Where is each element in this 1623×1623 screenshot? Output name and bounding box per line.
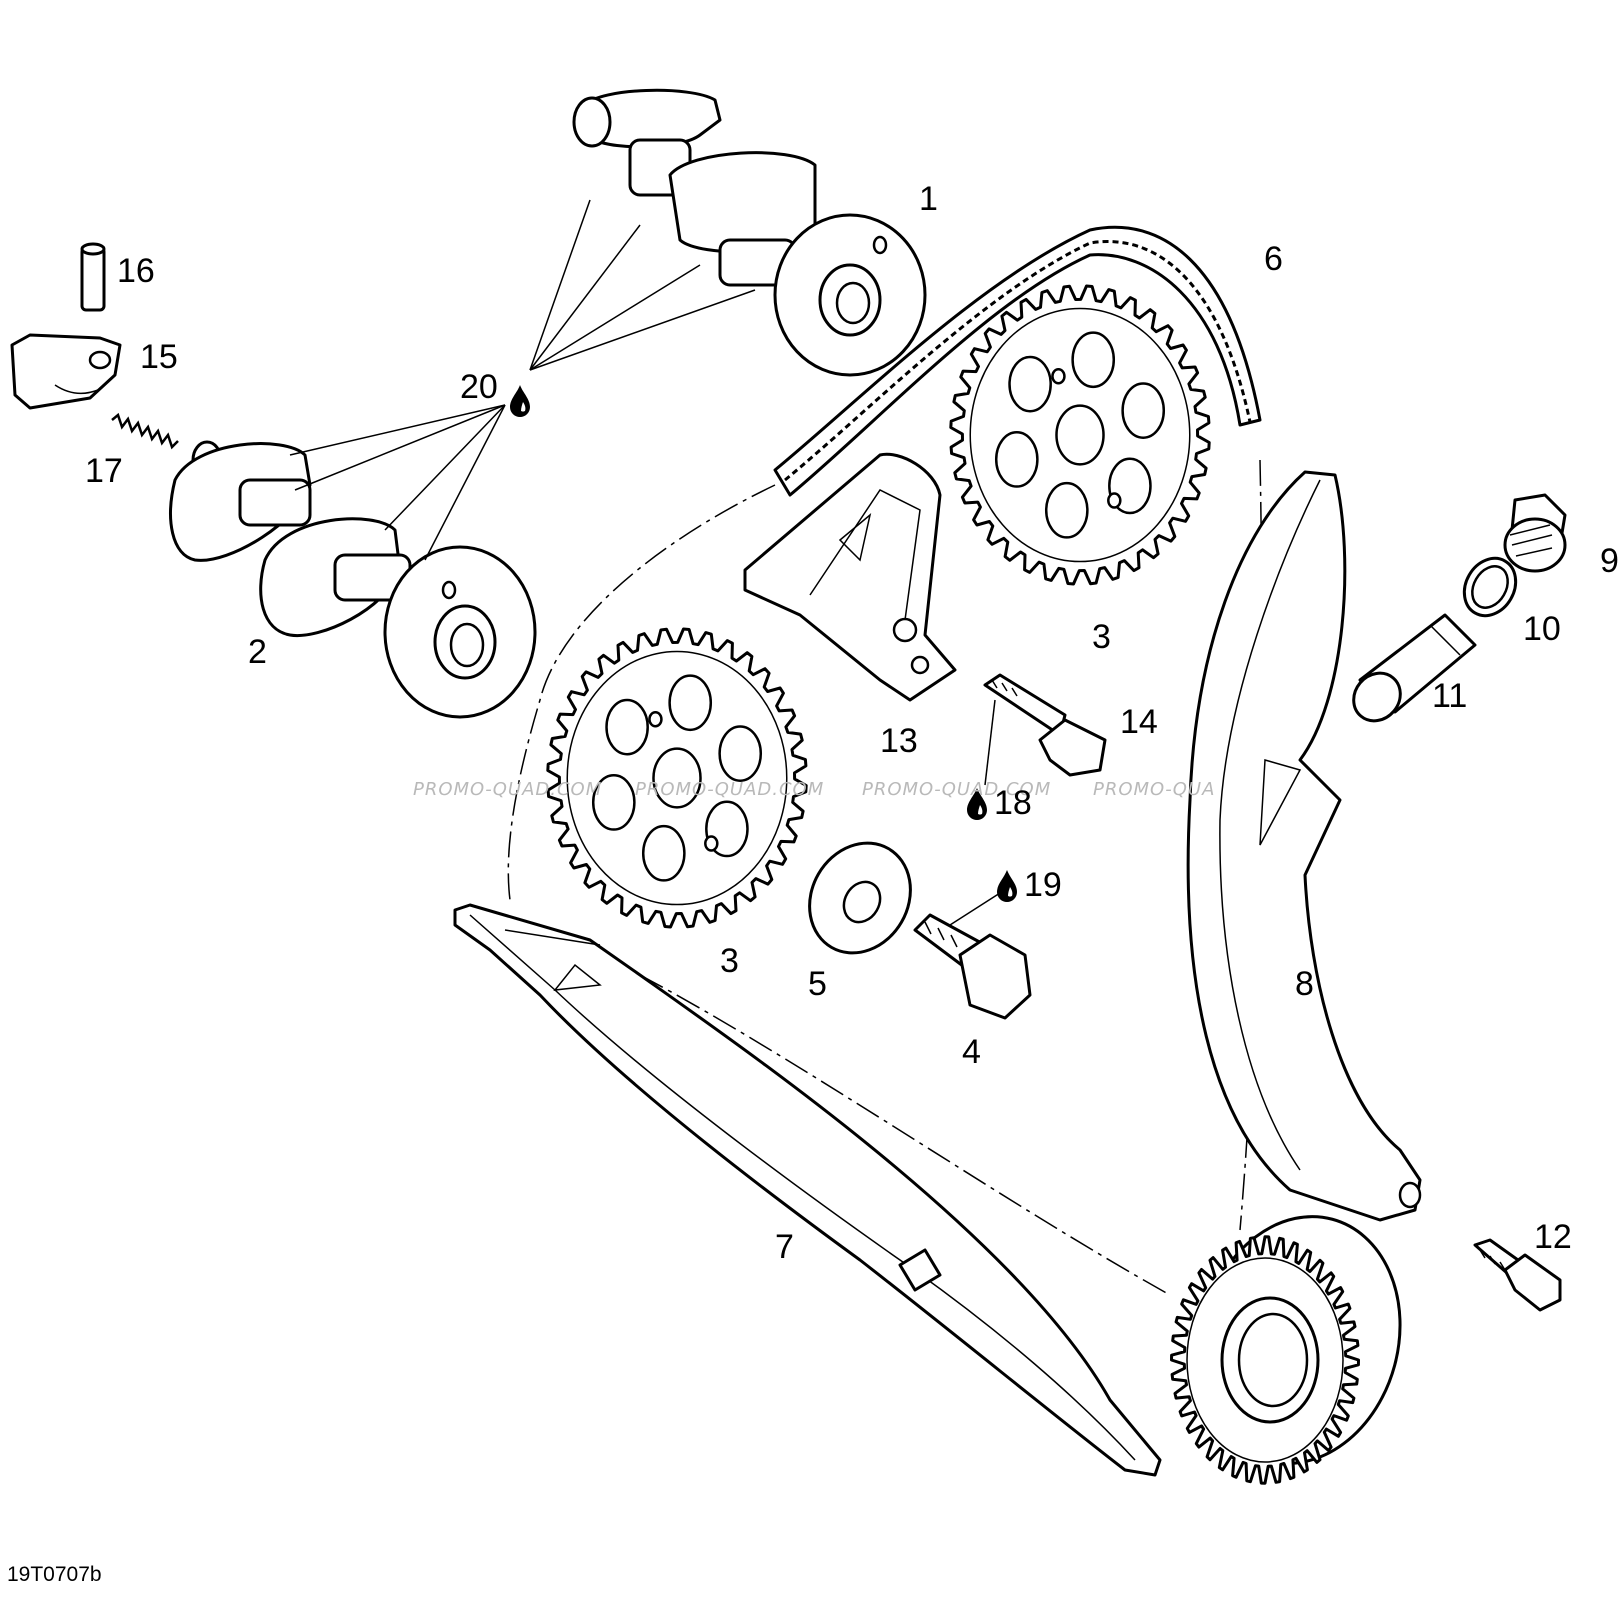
gear-bore <box>1237 1312 1309 1408</box>
camshaft-lower <box>169 440 537 719</box>
callout-6: 6 <box>1264 240 1283 278</box>
shoulder-bolt <box>983 673 1107 786</box>
sprocket-pin-hole <box>1051 367 1066 385</box>
callout-3: 3 <box>1092 618 1111 656</box>
oil-drop-icon <box>997 870 1017 902</box>
watermark: PROMO-QUAD.COM PROMO-QUAD.COM PROMO-QUAD… <box>413 779 1215 800</box>
callout-9: 9 <box>1600 542 1619 580</box>
washer <box>808 841 912 955</box>
gear-rim <box>1186 1257 1344 1463</box>
sprocket-hole <box>668 674 713 732</box>
callout-20-leaders <box>289 199 756 561</box>
crankshaft-gear <box>1170 1215 1402 1485</box>
callouts: 1 2 3 3 4 5 6 7 8 9 10 11 12 13 14 15 16… <box>85 180 1619 1266</box>
timing-chain <box>773 225 1262 497</box>
callout-19: 19 <box>1024 866 1062 904</box>
pin <box>80 242 106 312</box>
drawing-id: 19T0707b <box>7 1563 102 1586</box>
hex-bolt <box>913 892 1032 1020</box>
tensioner-plunger <box>1352 613 1477 723</box>
sprocket-hole <box>994 431 1039 488</box>
chain-tensioner-guide <box>1186 470 1422 1222</box>
oil-drop-icon <box>510 385 530 417</box>
callout-2: 2 <box>248 633 267 671</box>
sprocket-hole <box>718 725 763 782</box>
sprocket-pin-hole <box>648 710 663 728</box>
chain-guide-long <box>453 903 1162 1477</box>
callout-18: 18 <box>994 784 1032 822</box>
small-screw <box>1473 1238 1562 1312</box>
sprocket-hole <box>605 698 649 756</box>
watermark-text: PROMO-QUA <box>1093 779 1215 800</box>
callout-3: 3 <box>720 942 739 980</box>
callout-16: 16 <box>117 252 155 290</box>
lever <box>10 333 122 410</box>
sprocket-rim <box>969 307 1191 563</box>
sprocket-pin-hole <box>1107 492 1122 509</box>
callout-5: 5 <box>808 965 827 1003</box>
sprocket-rim <box>566 650 788 906</box>
sprocket-lower <box>546 627 808 929</box>
sprocket-hole <box>591 774 636 831</box>
sprocket-hole <box>1044 481 1089 539</box>
sprocket-upper <box>949 284 1211 586</box>
sprocket-pin-hole <box>704 835 719 852</box>
o-ring <box>1462 556 1518 618</box>
sprocket-hole <box>1008 355 1052 413</box>
callout-7: 7 <box>775 1228 794 1266</box>
sprocket-center-hole <box>652 747 702 809</box>
plug <box>1503 493 1567 573</box>
camshaft-upper <box>572 88 927 377</box>
callout-4: 4 <box>962 1033 981 1071</box>
sprocket-center-hole <box>1055 404 1105 466</box>
callout-1: 1 <box>919 180 938 218</box>
callout-14: 14 <box>1120 703 1158 741</box>
callout-11: 11 <box>1432 677 1467 715</box>
spring <box>111 412 179 450</box>
sprocket-hole <box>641 824 686 882</box>
callout-15: 15 <box>140 338 178 376</box>
watermark-text: PROMO-QUAD.COM <box>862 779 1051 800</box>
callout-10: 10 <box>1523 610 1561 648</box>
callout-8: 8 <box>1295 965 1314 1003</box>
watermark-text: PROMO-QUAD.COM <box>635 779 824 800</box>
chain-guide-upper <box>743 452 957 702</box>
callout-17: 17 <box>85 452 123 490</box>
oil-drop-icon <box>967 788 987 820</box>
callout-20: 20 <box>460 368 498 406</box>
sprocket-hole <box>1071 331 1116 389</box>
callout-13: 13 <box>880 722 918 760</box>
sprocket-hole <box>1121 382 1166 439</box>
watermark-text: PROMO-QUAD.COM <box>413 779 602 800</box>
callout-12: 12 <box>1534 1218 1572 1256</box>
